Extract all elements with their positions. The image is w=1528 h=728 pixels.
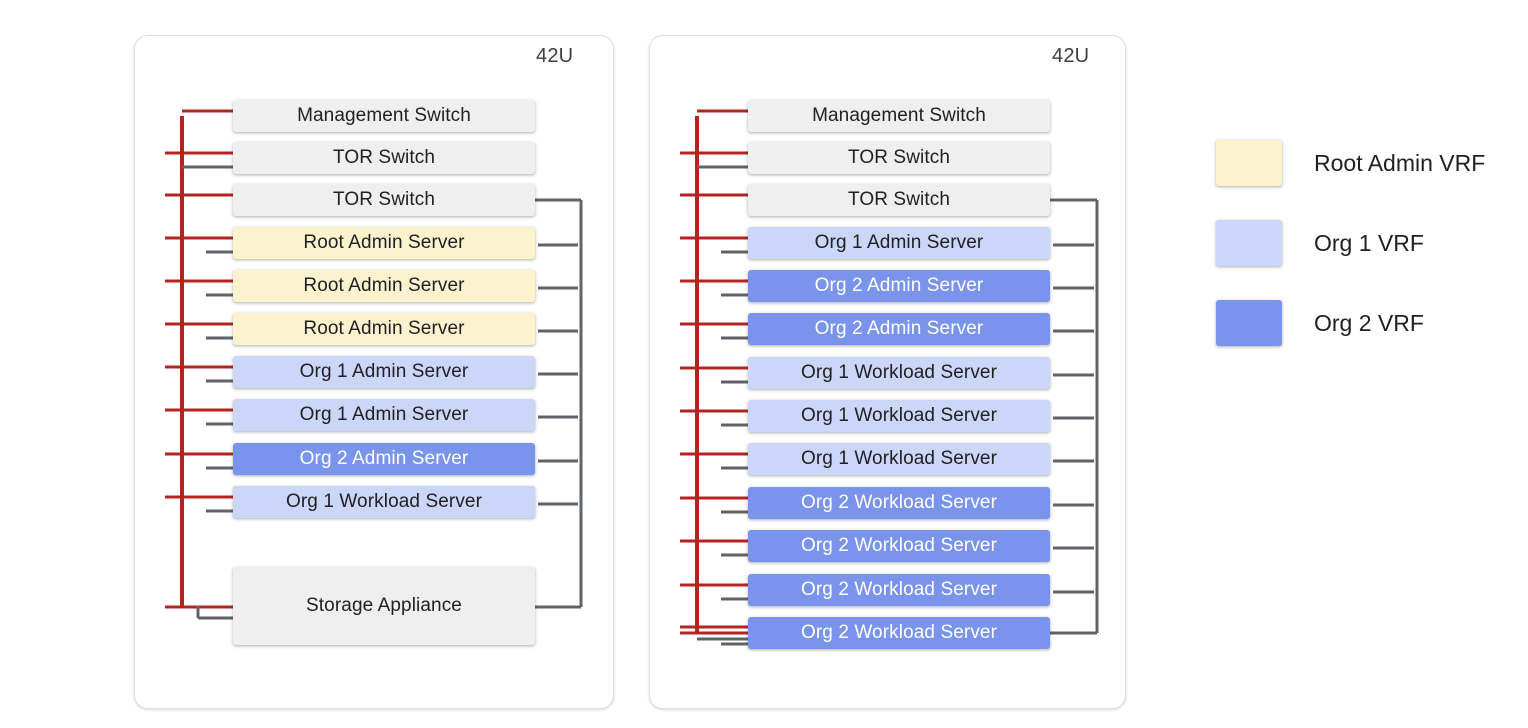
legend-item-label: Org 2 VRF — [1314, 309, 1424, 336]
rack-unit-label: TOR Switch — [332, 147, 435, 168]
rack-unit-label: Org 1 Workload Server — [800, 448, 998, 469]
rack-unit-label: Org 1 Admin Server — [299, 404, 469, 425]
rack-unit-label: Org 1 Workload Server — [285, 491, 483, 512]
rack-unit[interactable]: TOR Switch — [748, 142, 1050, 174]
rack-unit-label: Storage Appliance — [306, 595, 462, 616]
rack-unit-label: Org 2 Workload Server — [800, 579, 998, 600]
rack-unit-label: Org 1 Admin Server — [814, 232, 984, 253]
rack-unit[interactable]: Org 1 Workload Server — [748, 400, 1050, 432]
rack-unit[interactable]: Org 2 Workload Server — [748, 487, 1050, 519]
legend-color-swatch — [1216, 140, 1282, 186]
legend-item: Org 2 VRF — [1216, 300, 1424, 346]
rack-unit-label: Org 2 Workload Server — [800, 622, 998, 643]
rack-unit[interactable]: TOR Switch — [233, 184, 535, 216]
rack-unit[interactable]: Org 2 Workload Server — [748, 617, 1050, 649]
rack-unit[interactable]: TOR Switch — [233, 142, 535, 174]
rack-unit[interactable]: Org 1 Workload Server — [748, 443, 1050, 475]
rack-unit[interactable]: Org 1 Admin Server — [233, 356, 535, 388]
legend-item-label: Root Admin VRF — [1314, 149, 1486, 176]
rack-unit-label: TOR Switch — [332, 189, 435, 210]
rack-unit[interactable]: Org 2 Admin Server — [233, 443, 535, 475]
rack-unit[interactable]: Root Admin Server — [233, 227, 535, 259]
rack-unit[interactable]: Org 2 Admin Server — [748, 313, 1050, 345]
rack-unit[interactable]: Org 1 Admin Server — [748, 227, 1050, 259]
rack-unit-label: Root Admin Server — [303, 318, 465, 339]
rack-unit-label: Management Switch — [812, 105, 986, 126]
rack-unit-label: Org 2 Admin Server — [814, 275, 984, 296]
rack-unit[interactable]: TOR Switch — [748, 184, 1050, 216]
rack-unit[interactable]: Root Admin Server — [233, 313, 535, 345]
rack-unit-label: Root Admin Server — [303, 275, 465, 296]
rack-unit-label: Management Switch — [297, 105, 471, 126]
legend-item: Org 1 VRF — [1216, 220, 1424, 266]
rack-unit-label: TOR Switch — [847, 147, 950, 168]
rack-unit-label: Org 2 Workload Server — [800, 492, 998, 513]
rack-unit-label: TOR Switch — [847, 189, 950, 210]
rack-unit[interactable]: Org 1 Workload Server — [748, 357, 1050, 389]
legend-color-swatch — [1216, 300, 1282, 346]
rack-unit[interactable]: Management Switch — [233, 100, 535, 132]
rack-unit-label: Org 1 Workload Server — [800, 362, 998, 383]
rack-unit[interactable]: Storage Appliance — [233, 567, 535, 645]
vrf-legend: Root Admin VRF Org 1 VRF Org 2 VRF — [1216, 140, 1506, 360]
rack-unit[interactable]: Root Admin Server — [233, 270, 535, 302]
legend-item: Root Admin VRF — [1216, 140, 1485, 186]
rack-unit-label: Org 1 Admin Server — [299, 361, 469, 382]
rack-unit-label: Root Admin Server — [303, 232, 465, 253]
rack-unit[interactable]: Org 1 Admin Server — [233, 399, 535, 431]
rack-unit-label: Org 1 Workload Server — [800, 405, 998, 426]
rack-unit[interactable]: Org 1 Workload Server — [233, 486, 535, 518]
rack-right-capacity-label: 42U — [1052, 45, 1090, 67]
rack-unit[interactable]: Management Switch — [748, 100, 1050, 132]
rack-unit-label: Org 2 Admin Server — [814, 318, 984, 339]
rack-unit[interactable]: Org 2 Admin Server — [748, 270, 1050, 302]
rack-unit-label: Org 2 Workload Server — [800, 535, 998, 556]
rack-unit-label: Org 2 Admin Server — [299, 448, 469, 469]
legend-item-label: Org 1 VRF — [1314, 229, 1424, 256]
rack-left-capacity-label: 42U — [536, 45, 574, 67]
rack-unit[interactable]: Org 2 Workload Server — [748, 530, 1050, 562]
legend-color-swatch — [1216, 220, 1282, 266]
rack-unit[interactable]: Org 2 Workload Server — [748, 574, 1050, 606]
